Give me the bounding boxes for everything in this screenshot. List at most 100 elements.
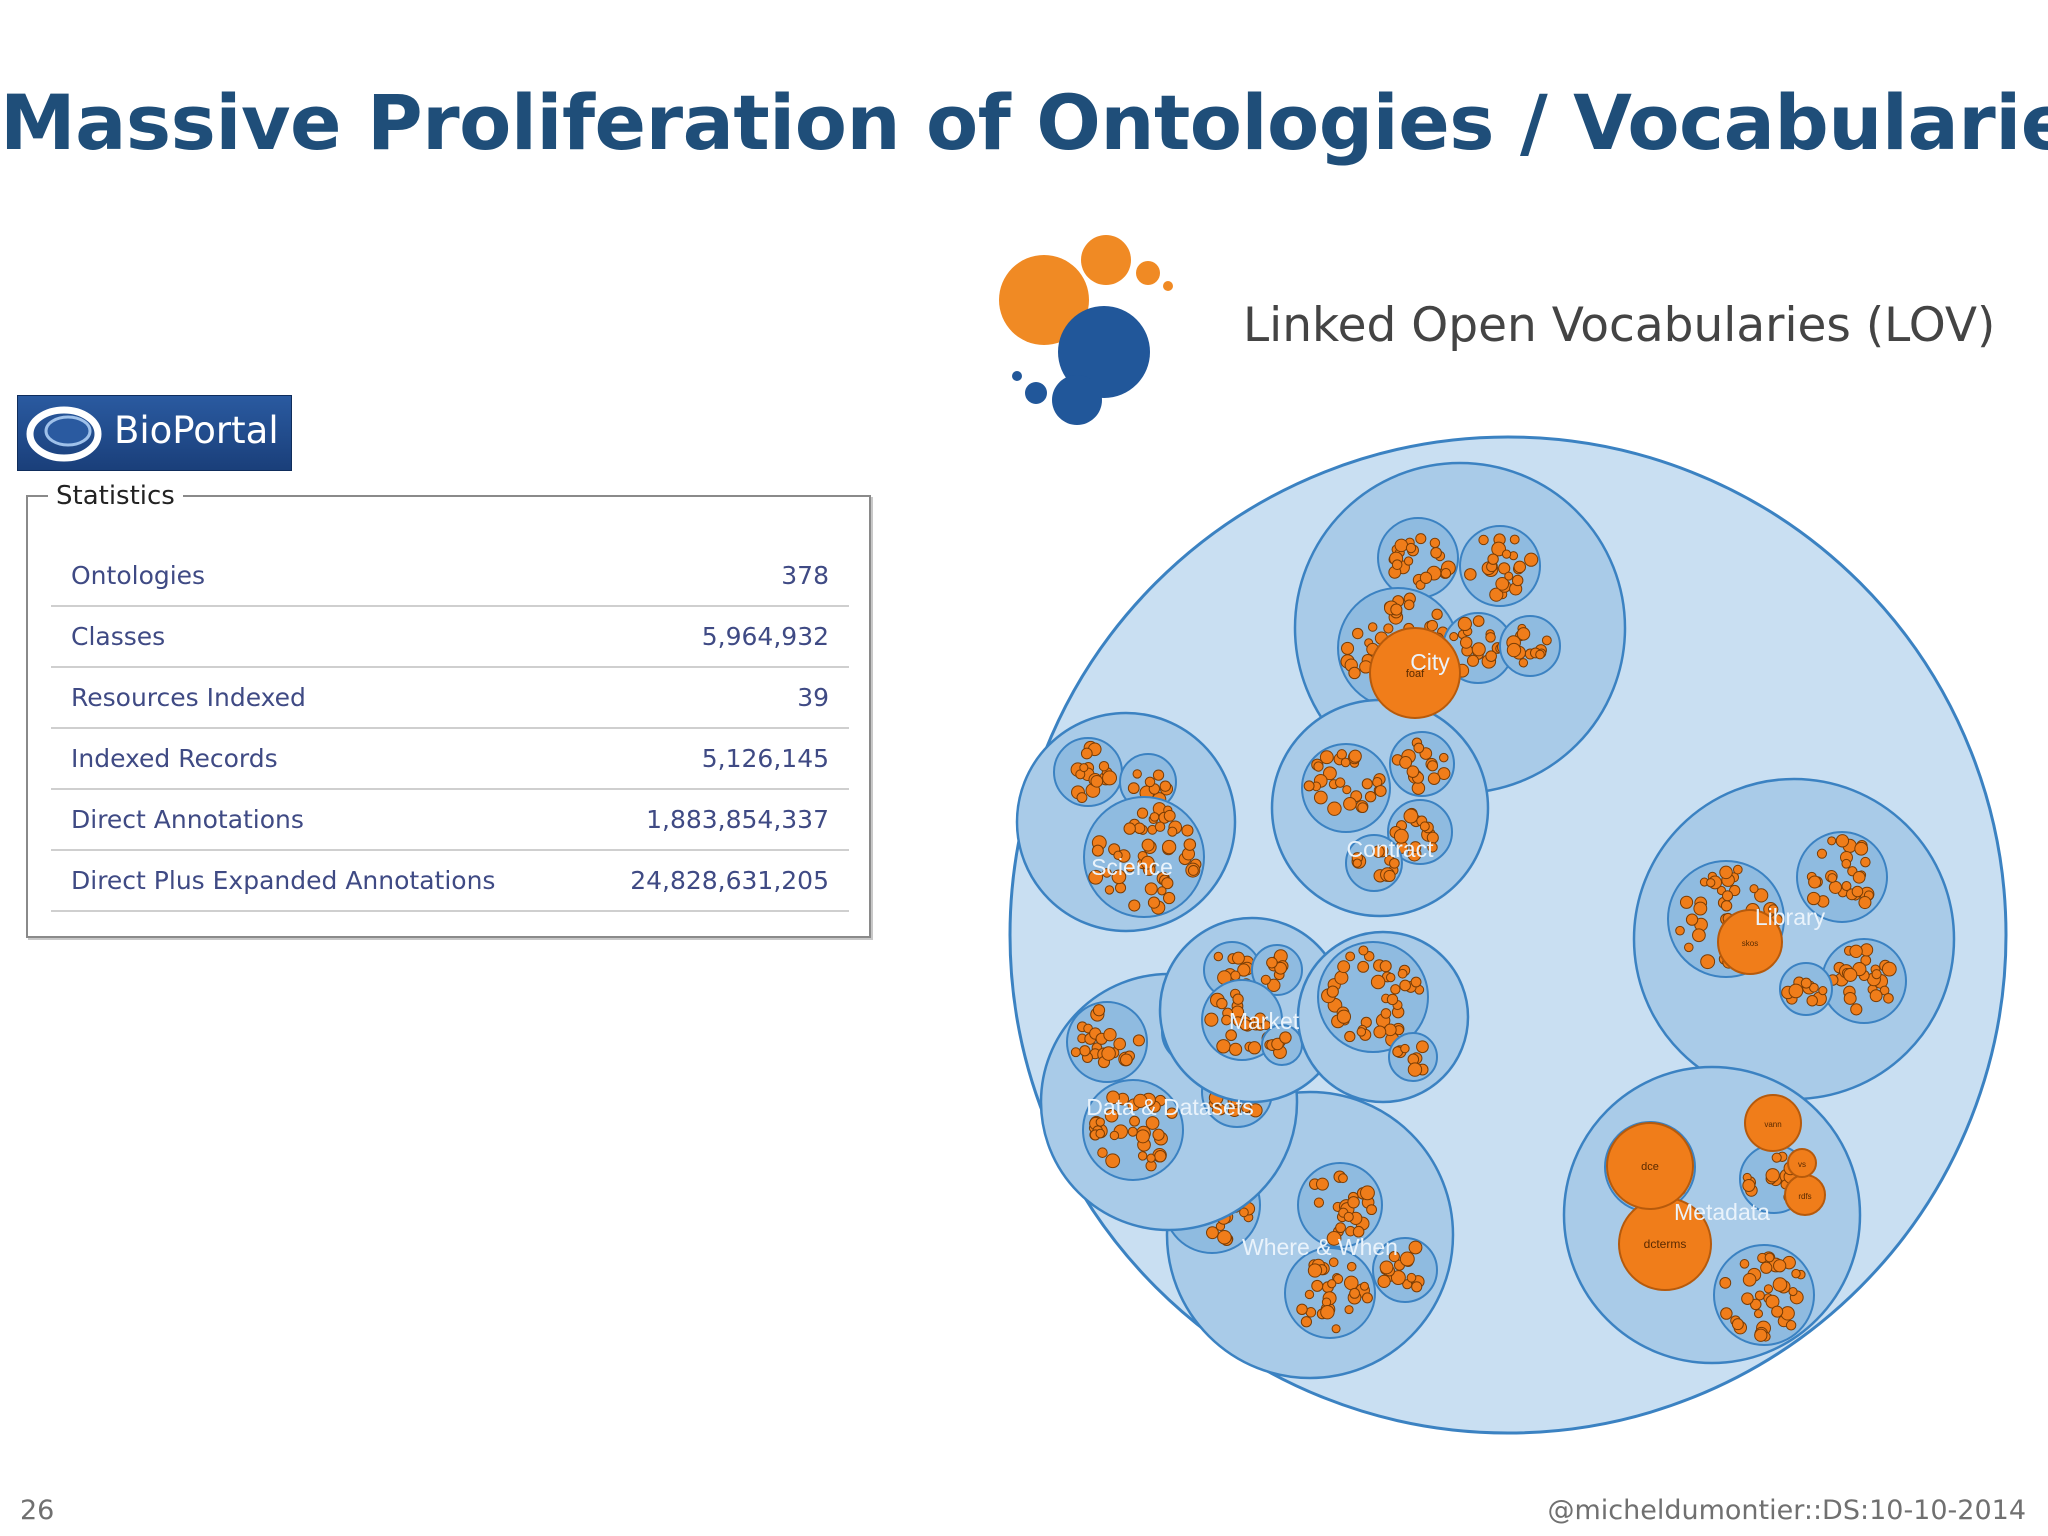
lov-vocab-node — [1327, 801, 1342, 816]
lov-vocab-node — [1524, 552, 1539, 567]
lov-vocab-node — [1843, 967, 1858, 982]
lov-vocab-node — [1129, 1115, 1140, 1127]
lov-vocab-node — [1161, 839, 1177, 855]
lov-vocab-node — [1080, 747, 1093, 760]
lov-vocab-node — [1304, 1289, 1315, 1300]
lov-vocab-node — [1361, 1292, 1373, 1304]
lov-vocab-node — [1162, 891, 1176, 905]
lov-vocab-node — [1167, 826, 1178, 837]
lov-vocab-node — [1319, 750, 1334, 765]
lov-vocab-node — [1400, 1043, 1410, 1054]
lov-vocab-node — [1427, 842, 1438, 853]
lov-logo — [999, 235, 1173, 425]
lov-vocab-node — [1267, 978, 1281, 993]
lov-vocab-node — [1518, 658, 1529, 668]
lov-vocab-node — [1692, 928, 1706, 943]
stat-value: 5,126,145 — [701, 744, 829, 773]
lov-vocab-node — [1780, 1306, 1795, 1321]
lov-vocab-node — [1144, 882, 1158, 896]
lov-vocab-node — [1399, 1251, 1415, 1267]
lov-vocab-node — [1152, 1128, 1165, 1141]
lov-vocab-node — [1495, 576, 1510, 591]
lov-vocab-node — [1504, 571, 1514, 581]
stat-row: Resources Indexed 39 — [51, 668, 849, 729]
lov-vocab-node — [1391, 559, 1403, 570]
stat-label: Resources Indexed — [71, 683, 306, 712]
lov-vocab-node — [1344, 1305, 1354, 1315]
lov-vocab-node — [1359, 1281, 1369, 1291]
statistics-table: Ontologies 378 Classes 5,964,932 Resourc… — [51, 546, 849, 912]
lov-vocab-node — [1765, 1168, 1780, 1183]
lov-vocab-node — [1105, 1153, 1121, 1169]
lov-vocab-node — [1127, 1126, 1138, 1137]
lov-vocab-node — [1390, 984, 1401, 995]
lov-vocab-node — [1732, 864, 1743, 875]
lov-vocab-node-label: vs — [1798, 1160, 1806, 1169]
lov-vocab-node — [1372, 845, 1385, 858]
lov-vocab-node — [1498, 562, 1511, 575]
lov-bubble-chart: foafdctermsdceskosvannrdfsvsCityLibraryM… — [1008, 435, 2008, 1435]
lov-vocab-node — [1843, 991, 1857, 1005]
lov-vocab-node — [1841, 858, 1852, 869]
lov-vocab-node — [1079, 1045, 1091, 1057]
lov-vocab-node — [1352, 627, 1364, 640]
lov-vocab-node — [1091, 844, 1104, 857]
lov-vocab-node — [1237, 963, 1251, 977]
lov-vocab-node — [1409, 841, 1422, 854]
lov-vocab-node — [1501, 549, 1512, 559]
bioportal-ring-icon — [26, 406, 102, 462]
lov-vocab-node — [1103, 1028, 1117, 1042]
lov-vocab-node — [1104, 885, 1115, 895]
lov-vocab-node — [1389, 857, 1400, 869]
lov-group-label: City — [1410, 649, 1450, 675]
lov-vocab-node — [1413, 742, 1425, 754]
lov-vocab-node — [1344, 1030, 1356, 1043]
lov-vocab-node — [1098, 761, 1110, 772]
statistics-heading: Statistics — [48, 481, 183, 511]
stat-label: Direct Annotations — [71, 805, 304, 834]
lov-vocab-node — [1159, 780, 1172, 792]
lov-vocab-node — [1323, 766, 1337, 781]
lov-vocab-node — [1347, 1196, 1360, 1209]
lov-vocab-node — [1336, 749, 1347, 760]
lov-vocab-node — [1216, 1039, 1231, 1054]
lov-vocab-node — [1328, 1257, 1339, 1268]
lov-vocab-node — [1516, 627, 1531, 641]
lov-vocab-node — [1144, 776, 1156, 788]
lov-vocab-node — [1429, 537, 1441, 549]
lov-vocab-node — [1785, 1320, 1797, 1331]
lov-vocab-node-label: dcterms — [1644, 1237, 1687, 1251]
lov-group-label: Where & When — [1242, 1234, 1398, 1260]
lov-vocab-node — [1307, 1263, 1323, 1278]
lov-vocab-node — [1334, 777, 1346, 788]
stat-label: Classes — [71, 622, 166, 651]
lov-vocab-node — [1406, 1272, 1417, 1283]
lov-vocab-node — [1851, 885, 1864, 898]
lov-vocab-node — [1771, 1305, 1784, 1318]
lov-vocab-node — [1471, 642, 1486, 657]
lov-vocab-node-label: dce — [1641, 1161, 1659, 1173]
lov-vocab-node — [1254, 1012, 1267, 1025]
lov-vocab-node — [1342, 785, 1352, 795]
lov-vocab-node — [1440, 568, 1452, 579]
lov-vocab-node — [1849, 944, 1863, 958]
lov-subcluster-circle — [1499, 615, 1561, 677]
lov-vocab-node-highlighted — [1717, 909, 1783, 975]
stat-row: Direct Annotations 1,883,854,337 — [51, 790, 849, 851]
lov-vocab-node — [1491, 541, 1507, 557]
lov-group-label: Data & Datasets — [1086, 1094, 1253, 1120]
lov-vocab-node — [1114, 882, 1127, 894]
lov-vocab-node — [1141, 838, 1155, 852]
lov-vocab-node — [1357, 960, 1370, 973]
lov-vocab-node — [1403, 808, 1419, 824]
lov-vocab-node — [1092, 1004, 1106, 1017]
lov-vocab-node — [1403, 556, 1414, 566]
lov-group-label: Metadata — [1674, 1199, 1770, 1225]
lov-vocab-node — [1377, 1274, 1391, 1288]
lov-vocab-node — [1439, 752, 1449, 763]
lov-vocab-node — [1231, 951, 1245, 965]
lov-vocab-node — [1416, 1040, 1429, 1054]
bioportal-logo-text: BioPortal — [114, 409, 279, 452]
lov-vocab-node — [1228, 1042, 1243, 1056]
page-number: 26 — [20, 1495, 55, 1526]
